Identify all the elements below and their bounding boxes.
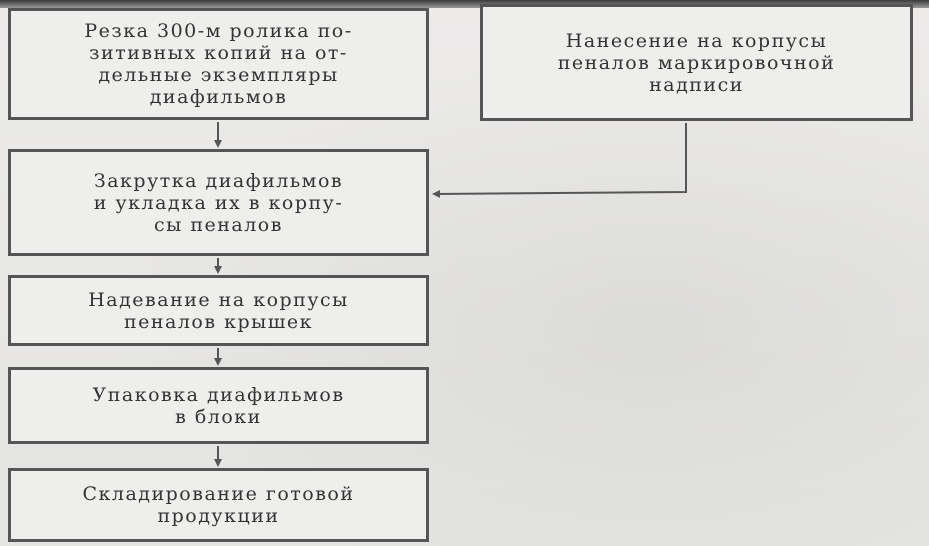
box-twisting-label: Закрутка диафильмов и укладка их в корпу…	[93, 169, 344, 236]
top-edge-shadow	[0, 0, 929, 8]
box-marking: Нанесение на корпусы пеналов маркировочн…	[480, 4, 913, 121]
box-storage: Складирование готовой продукции	[8, 468, 429, 542]
box-storage-label: Складирование готовой продукции	[82, 483, 355, 527]
box-capping-label: Надевание на корпусы пеналов крышек	[88, 288, 349, 333]
box-packing: Упаковка диафильмов в блоки	[8, 367, 429, 444]
arrow-marking-to-twisting	[432, 123, 687, 198]
box-capping: Надевание на корпусы пеналов крышек	[8, 275, 429, 346]
box-cutting: Резка 300-м ролика по- зитивных копий на…	[8, 8, 429, 120]
box-marking-label: Нанесение на корпусы пеналов маркировочн…	[557, 29, 836, 96]
box-cutting-label: Резка 300-м ролика по- зитивных копий на…	[84, 20, 353, 108]
box-twisting: Закрутка диафильмов и укладка их в корпу…	[8, 149, 429, 256]
box-packing-label: Упаковка диафильмов в блоки	[92, 383, 345, 428]
